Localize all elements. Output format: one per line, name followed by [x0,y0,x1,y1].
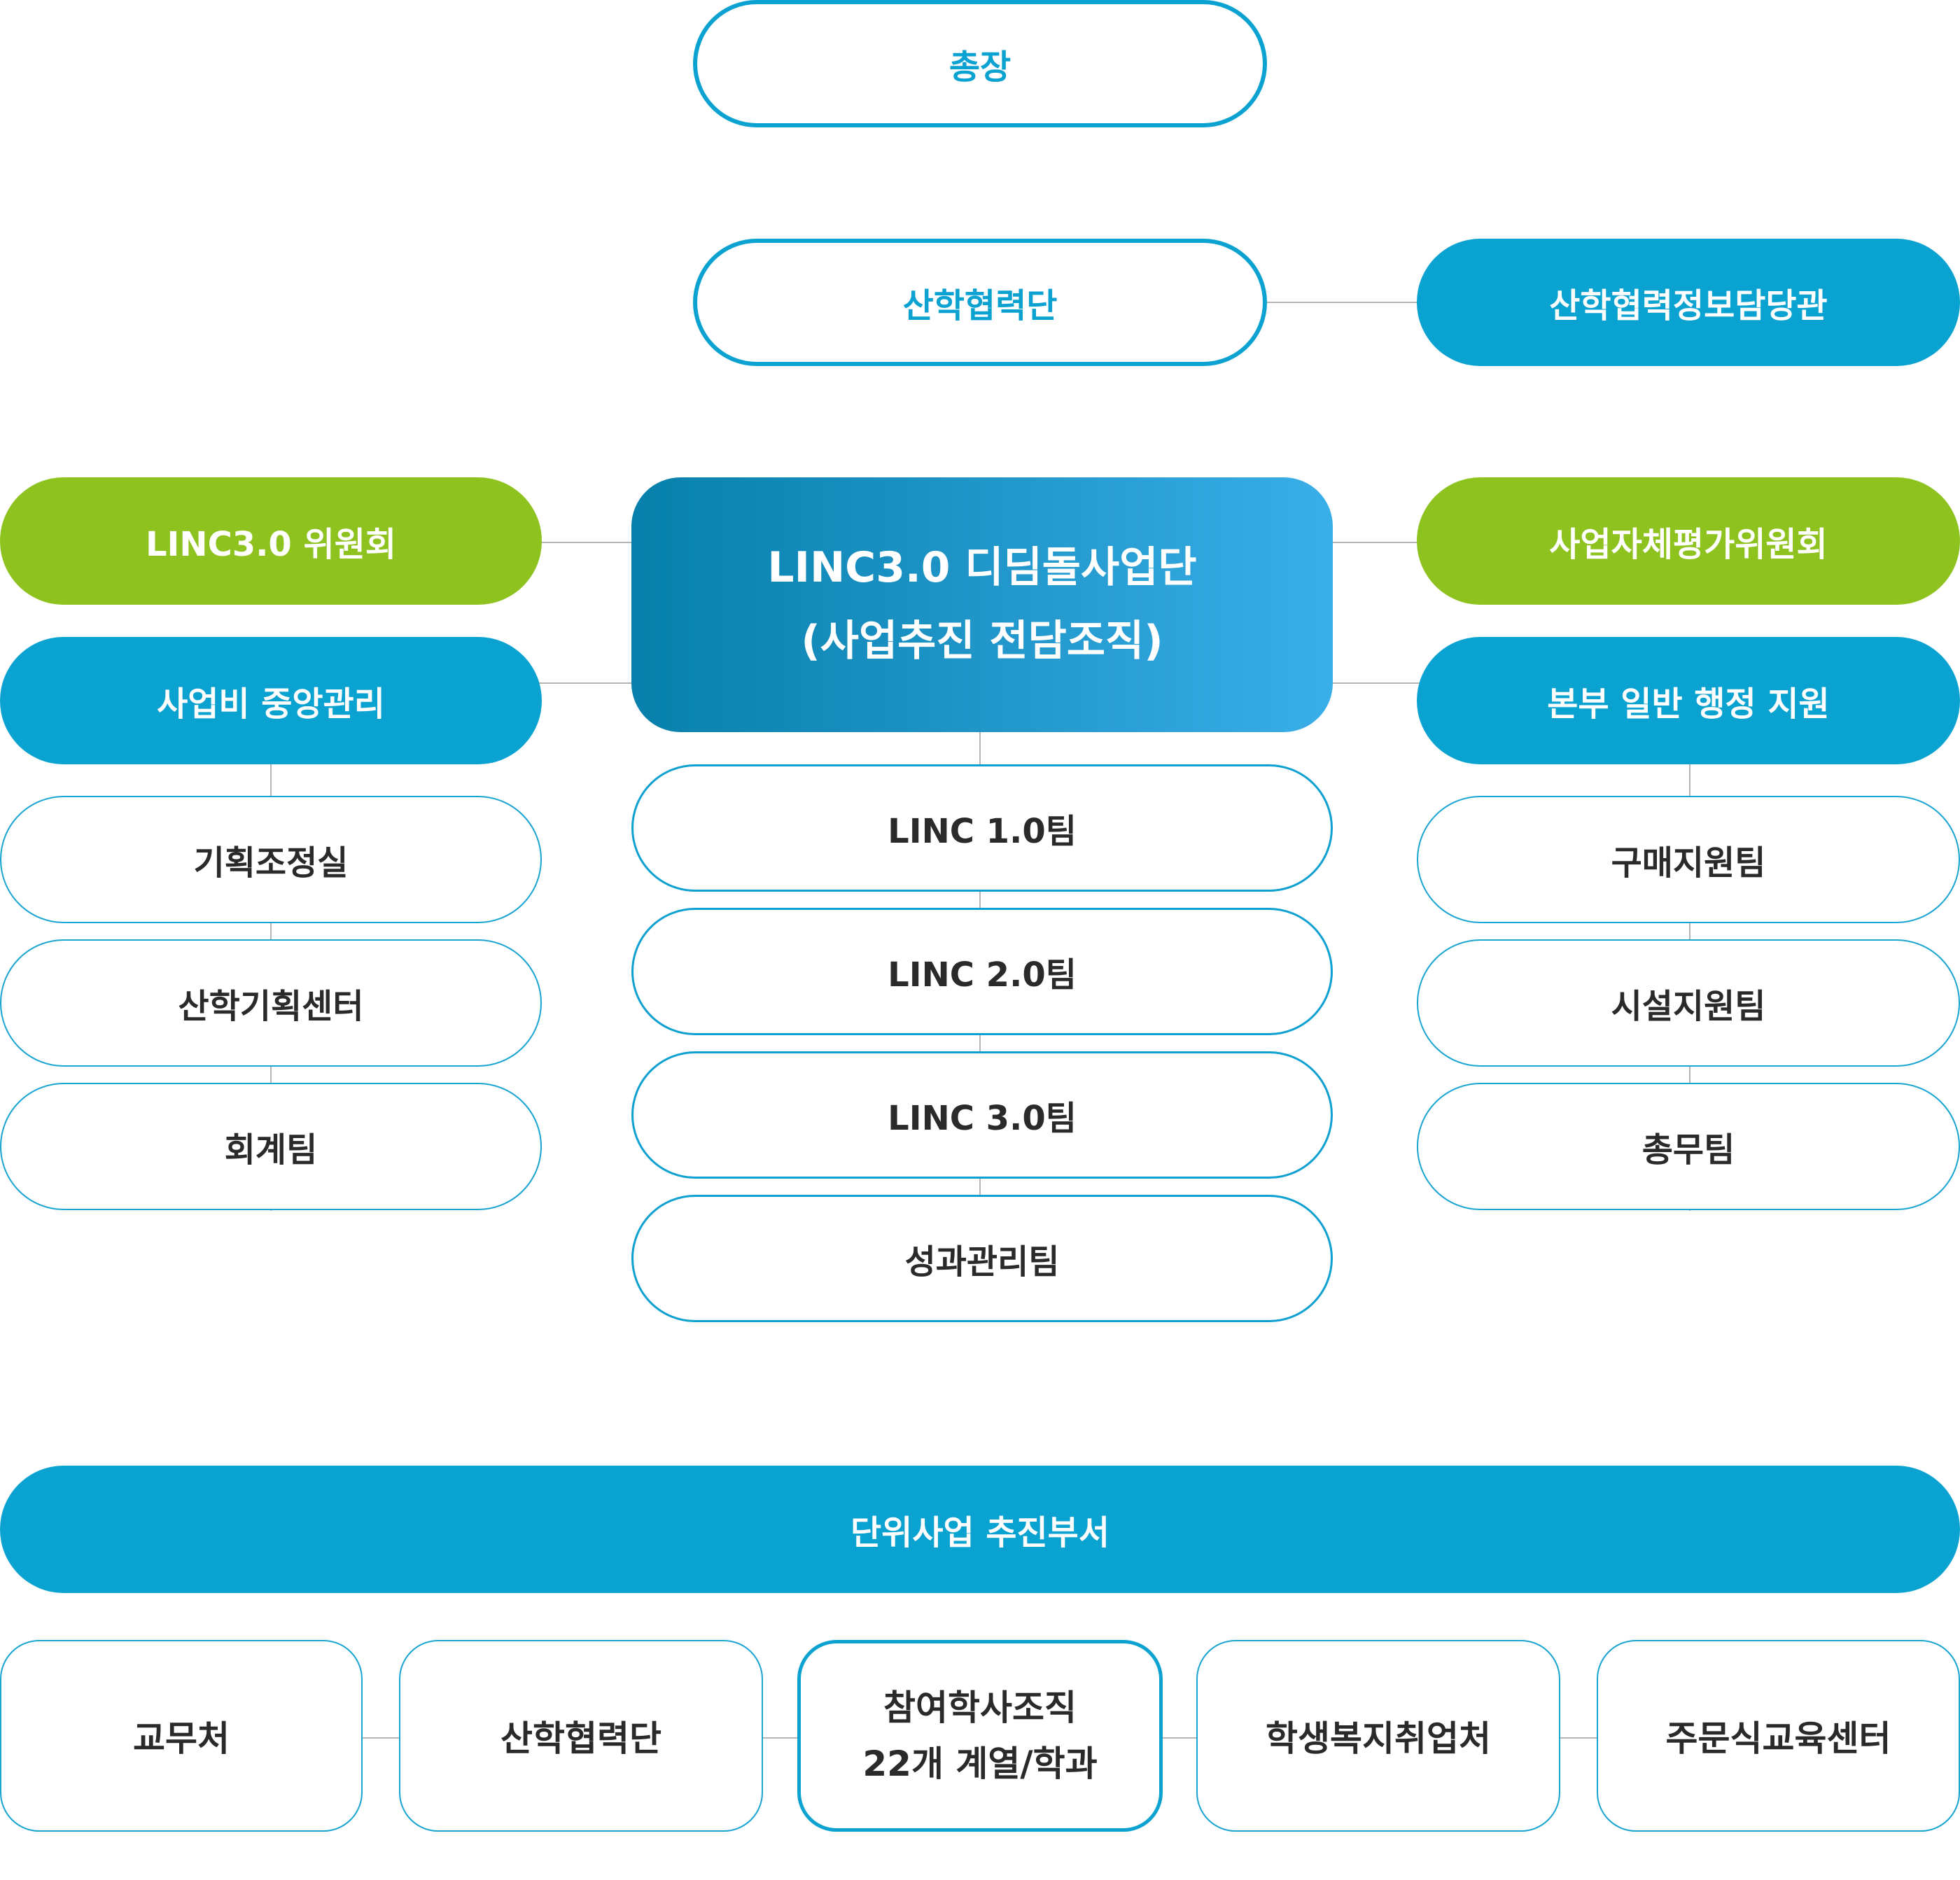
admin-support-label: 본부 일반 행정 지원 [1547,685,1830,724]
president-box: 총장 [693,0,1267,127]
bottom-dept-box: 산학협력단 [399,1640,763,1832]
center-team-box: LINC 2.0팀 [631,908,1333,1035]
admin-support-box: 본부 일반 행정 지원 [1417,637,1960,764]
budget-box: 사업비 중앙관리 [0,637,542,764]
right-team-box: 시설지원팀 [1417,939,1960,1067]
center-team-box: LINC 1.0팀 [631,764,1333,892]
industry-cooperation-box: 산학협력단 [693,239,1267,366]
bottom-dept-label: 참여학사조직 [883,1688,1077,1728]
center-team-label: 성과관리팀 [904,1242,1060,1282]
center-team-label: LINC 2.0팀 [888,955,1077,995]
info-officer-label: 산학협력정보담당관 [1549,286,1828,325]
left-team-label: 회계팀 [224,1130,318,1170]
left-team-label: 산학기획센터 [178,987,364,1026]
industry-cooperation-label: 산학협력단 [902,286,1058,325]
bottom-dept-box: 학생복지취업처 [1196,1640,1560,1832]
center-team-label: LINC 1.0팀 [888,812,1077,851]
bottom-dept-label: 주문식교육센터 [1665,1718,1891,1759]
bottom-dept-box: 교무처 [0,1640,363,1832]
unit-dept-bar: 단위사업 추진부서 [0,1466,1960,1593]
bottom-dept-label: 산학협력단 [500,1718,662,1759]
left-team-box: 산학기획센터 [0,939,542,1067]
linc-center-subtitle: (사업추진 전담조직) [801,617,1163,666]
linc-center-title: LINC3.0 디딤돌사업단 [767,543,1197,592]
connector-line [1330,542,1420,543]
budget-label: 사업비 중앙관리 [157,685,385,724]
president-label: 총장 [948,48,1011,87]
right-team-label: 시설지원팀 [1611,987,1766,1026]
bottom-dept-label: 학생복지취업처 [1266,1718,1491,1759]
committee-box: LINC3.0 위원회 [0,477,542,605]
left-team-box: 회계팀 [0,1083,542,1210]
right-team-label: 총무팀 [1642,1130,1735,1170]
right-team-box: 총무팀 [1417,1083,1960,1210]
connector-line [1330,682,1420,684]
right-team-label: 구매지원팀 [1611,843,1766,883]
unit-dept-label: 단위사업 추진부서 [850,1513,1110,1552]
connector-line [1264,302,1420,303]
connector-line [539,682,633,684]
self-eval-label: 사업자체평가위원회 [1549,525,1828,564]
info-officer-box: 산학협력정보담당관 [1417,239,1960,366]
bottom-dept-label: 22개 계열/학과 [862,1744,1098,1784]
left-team-label: 기획조정실 [193,843,349,883]
bottom-dept-box-highlight: 참여학사조직 22개 계열/학과 [797,1640,1163,1832]
bottom-dept-label: 교무처 [133,1718,230,1759]
connector-line [539,542,633,543]
left-team-box: 기획조정실 [0,796,542,923]
center-team-label: LINC 3.0팀 [888,1099,1077,1138]
right-team-box: 구매지원팀 [1417,796,1960,923]
bottom-dept-box: 주문식교육센터 [1597,1640,1960,1832]
committee-label: LINC3.0 위원회 [145,525,397,564]
center-team-box: LINC 3.0팀 [631,1051,1333,1179]
center-team-box: 성과관리팀 [631,1195,1333,1322]
linc-center-box: LINC3.0 디딤돌사업단 (사업추진 전담조직) [631,477,1333,732]
self-eval-box: 사업자체평가위원회 [1417,477,1960,605]
